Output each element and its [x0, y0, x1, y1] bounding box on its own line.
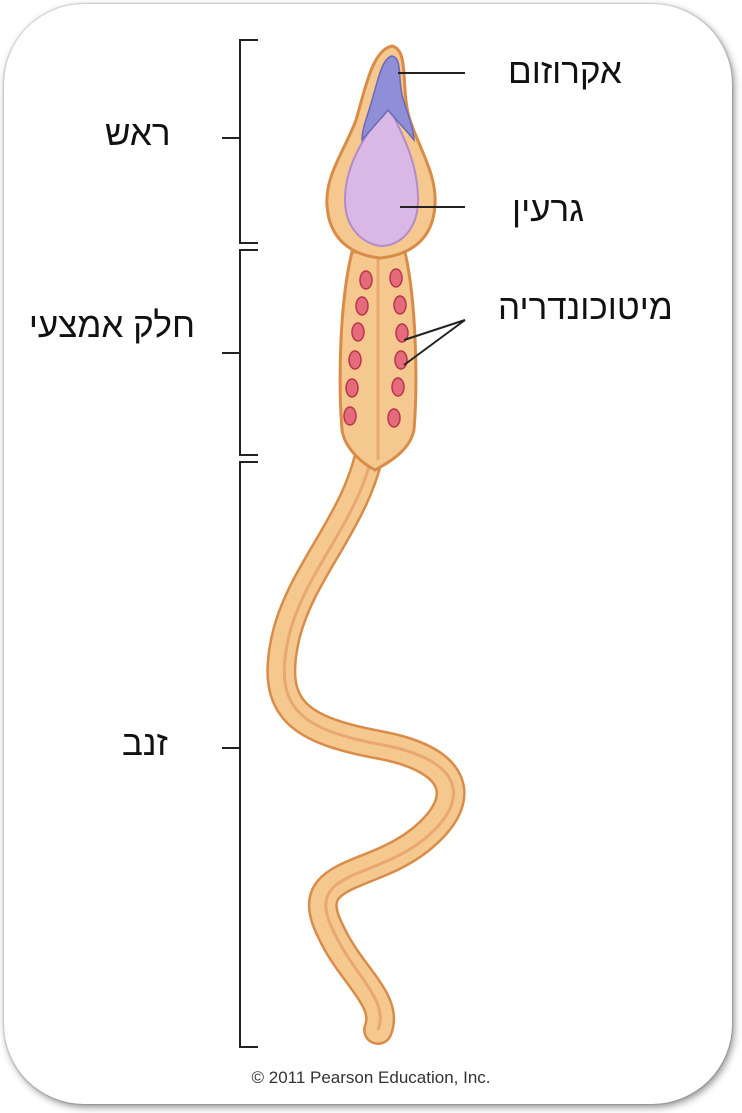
- mitochondrion: [394, 296, 406, 314]
- copyright-notice: © 2011 Pearson Education, Inc.: [0, 1068, 742, 1088]
- mitochondrion: [344, 407, 356, 425]
- bracket-head: [222, 40, 258, 243]
- tail-fill: [281, 440, 450, 1030]
- mitochondrion: [356, 297, 368, 315]
- mitochondrion: [346, 379, 358, 397]
- label-head: ראש: [105, 114, 171, 154]
- mitochondrion: [388, 409, 400, 427]
- bracket-tail: [222, 462, 258, 1047]
- label-nucleus: גרעין: [512, 190, 584, 230]
- mitochondrion: [349, 351, 361, 369]
- bracket-midpiece: [222, 250, 258, 455]
- label-tail: זנב: [122, 724, 168, 764]
- mitochondrion: [390, 269, 402, 287]
- label-acrosome: אקרוזום: [508, 52, 622, 92]
- mitochondrion: [395, 351, 407, 369]
- mitochondrion: [392, 378, 404, 396]
- label-mitochondria: מיטוכונדריה: [498, 288, 673, 328]
- mitochondrion: [352, 323, 364, 341]
- label-midpiece: חלק אמצעי: [105, 306, 195, 346]
- mitochondrion: [360, 271, 372, 289]
